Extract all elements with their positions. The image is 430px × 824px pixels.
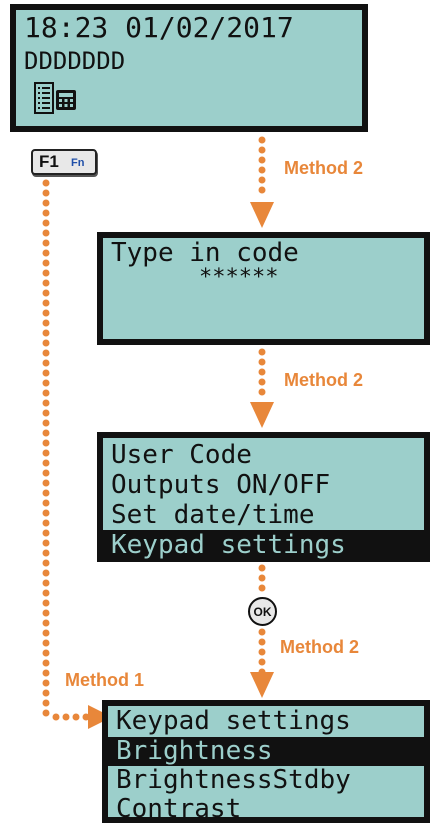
menu-item[interactable]: BrightnessStdby [116,765,351,795]
arrow-right-icon [88,705,112,729]
method-label: Method 2 [284,158,363,178]
code-prompt: Type in code [111,238,299,268]
f1-key[interactable]: F1 Fn [31,149,97,175]
ok-button-label: OK [253,604,272,619]
connector-home-to-code [250,136,274,228]
connector-code-to-menu [250,348,274,428]
lcd-partitions: DDDDDDD [24,47,126,75]
lcd-code-screen: Type in code ****** [97,232,430,345]
arrow-down-icon [250,202,274,228]
list-icon [34,82,54,114]
f1-key-label: F1 [39,152,59,171]
menu-item-selected[interactable]: Brightness [108,737,424,766]
arrow-down-icon [250,672,274,698]
connector-menu-to-ok [258,564,266,592]
menu-title: Keypad settings [116,706,351,736]
lcd-menu-screen: User Code Outputs ON/OFF Set date/time K… [97,432,430,562]
menu-item[interactable]: User Code [111,440,252,470]
menu-item-selected[interactable]: Keypad settings [103,530,424,560]
arrow-down-icon [250,402,274,428]
ok-button[interactable]: OK [248,597,277,626]
menu-item[interactable]: Contrast [116,794,242,824]
keypad-icon [56,90,76,110]
lcd-keypad-settings-screen: Keypad settings Brightness BrightnessStd… [102,700,430,824]
method-label: Method 1 [65,670,144,690]
menu-item[interactable]: Set date/time [111,500,315,530]
method-label: Method 2 [280,637,359,657]
code-mask: ****** [199,265,279,290]
lcd-datetime: 18:23 01/02/2017 [24,11,294,44]
connector-ok-to-keypad [250,628,274,698]
method-label: Method 2 [284,370,363,390]
connector-f1-to-keypad [42,179,112,729]
lcd-home-screen: 18:23 01/02/2017 DDDDDDD [10,4,368,132]
menu-item[interactable]: Outputs ON/OFF [111,470,331,500]
fn-key-label: Fn [71,157,85,169]
